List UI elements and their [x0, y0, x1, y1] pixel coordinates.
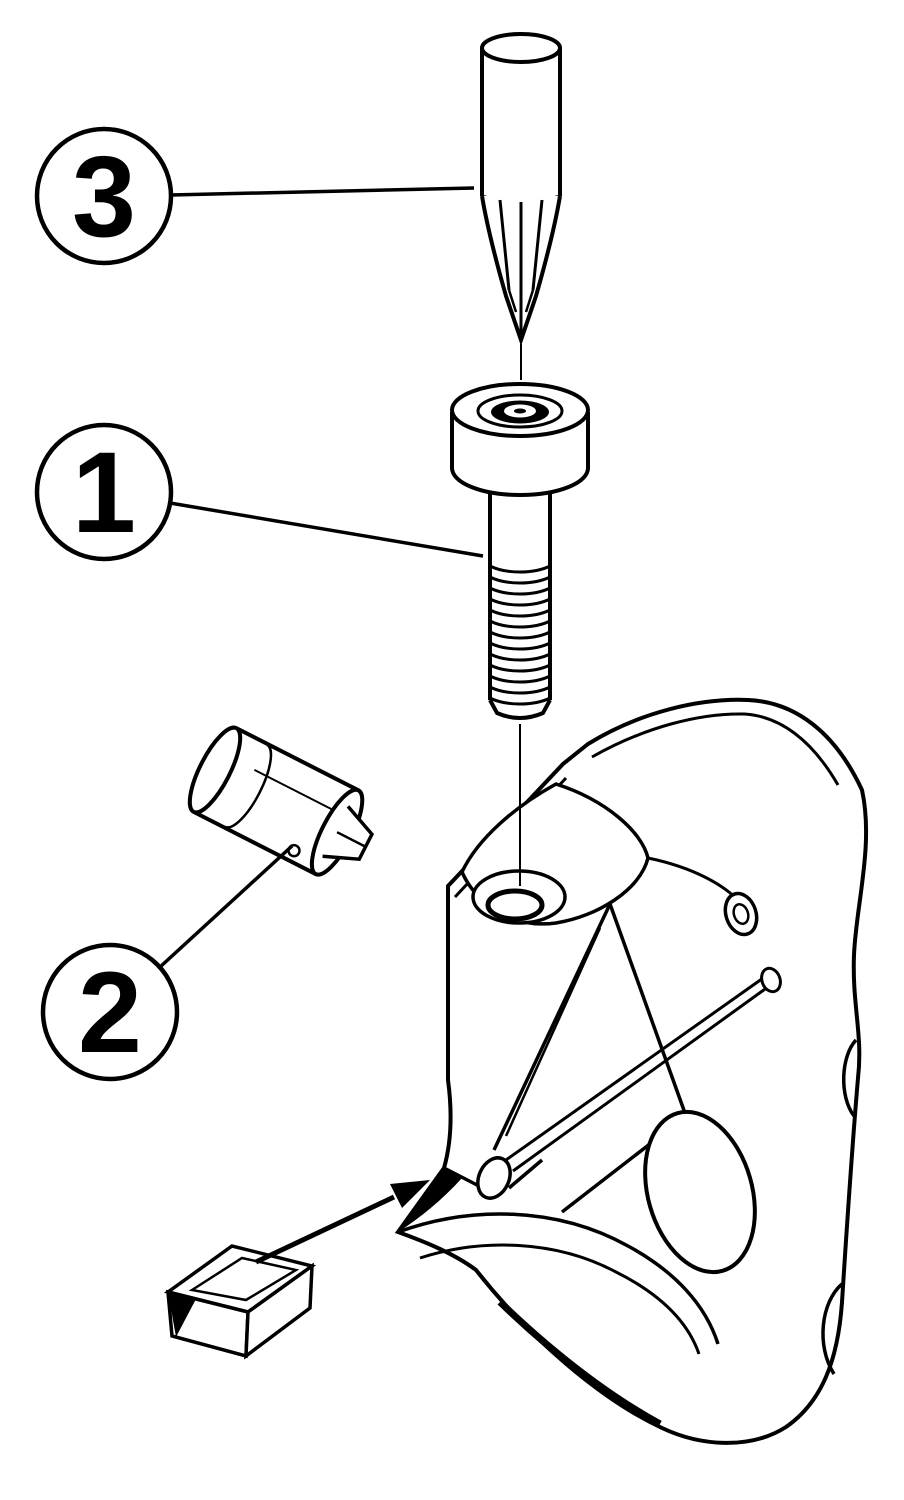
driver-flute-left — [498, 199, 511, 291]
screw-head-bottom — [450, 467, 590, 498]
insert-side-face — [244, 1262, 314, 1360]
screw-threads — [489, 564, 551, 706]
facet-hole-inner — [732, 902, 750, 926]
callout-1-leader-line — [169, 501, 484, 558]
pin-back-cap — [187, 725, 243, 815]
rod-end-hole — [760, 966, 782, 994]
screw-tip — [488, 699, 552, 720]
holder-top-rim-edge — [591, 712, 840, 786]
blade-inner-edge — [419, 1243, 701, 1355]
callout-3-leader-line — [170, 186, 475, 197]
seat-jaw-left — [443, 1166, 480, 1188]
tool-holder-body — [394, 697, 869, 1445]
screw-recess-rim — [476, 393, 564, 429]
insert-dark-tip — [168, 1292, 196, 1337]
driver-tip-edge-right — [524, 289, 535, 313]
blade-shadow-line — [497, 1299, 662, 1428]
cutting-insert — [163, 1244, 317, 1360]
torx-screwdriver-bit — [480, 32, 562, 380]
callout-3: 3 — [34, 126, 475, 266]
pin-ring-line — [224, 743, 273, 829]
facet-hole-outer — [723, 891, 759, 937]
rod-lower-line — [512, 982, 773, 1173]
callout-1: 1 — [34, 422, 484, 562]
clamp-slot-inner-line — [504, 927, 602, 1137]
callout-1-label: 1 — [72, 429, 136, 557]
clamp-screw — [450, 382, 590, 886]
pin-slot-center-line — [336, 831, 367, 848]
blade-top-edge — [397, 1212, 720, 1345]
callout-2-label: 2 — [78, 949, 142, 1077]
seat-locating-pin — [476, 1156, 512, 1200]
large-lightening-hole — [643, 1109, 757, 1275]
clamp-slot-right-edge — [608, 903, 688, 1117]
seat-shadow-wedge — [398, 1168, 462, 1232]
pin-side-line — [253, 768, 342, 815]
right-edge-notch-upper — [842, 1038, 858, 1118]
facet-hole — [723, 891, 759, 937]
right-edge-notch-lower — [821, 1282, 844, 1375]
callout-2-circle — [40, 942, 180, 1082]
pin-body-top — [235, 726, 360, 793]
arrow-head — [390, 1180, 430, 1208]
arrow-shaft — [254, 1194, 396, 1265]
screw-hole-inner — [485, 888, 545, 922]
driver-tip-edge-left — [507, 289, 518, 313]
cartridge-pin — [187, 725, 375, 877]
callout-2-leader-line — [158, 844, 294, 969]
callout-1-circle — [34, 422, 174, 562]
insert-chipbreaker-groove — [188, 1256, 300, 1302]
callout-3-circle — [34, 126, 174, 266]
screw-torx-socket-center — [514, 408, 526, 414]
seat-jaw-right — [507, 1158, 544, 1190]
pin-body-bottom — [192, 810, 317, 876]
insertion-arrow — [254, 1180, 430, 1265]
rod-upper-line — [505, 974, 767, 1162]
clamp-slot-left-edge — [492, 903, 612, 1151]
driver-flute-right — [531, 199, 544, 291]
callout-3-label: 3 — [72, 133, 136, 261]
driver-top-cap — [480, 32, 562, 64]
callout-2: 2 — [40, 844, 294, 1082]
